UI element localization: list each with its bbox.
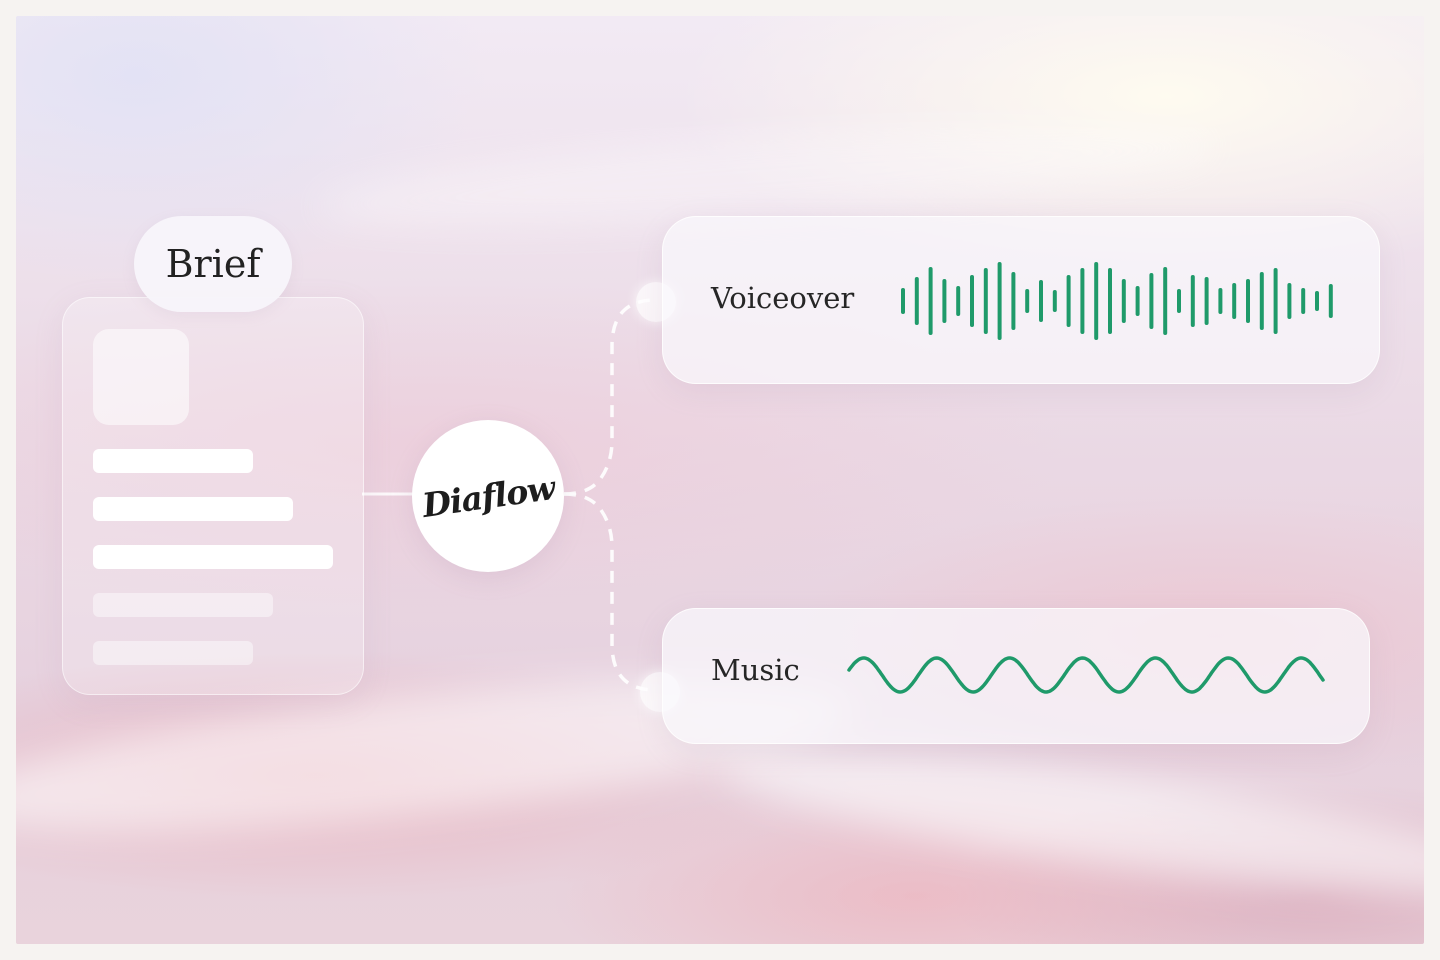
music-label: Music bbox=[711, 653, 800, 687]
voiceover-card: Voiceover bbox=[662, 216, 1380, 384]
voiceover-waveform-icon bbox=[901, 262, 1333, 340]
brief-text-line bbox=[93, 641, 253, 665]
background-canvas: Brief Diaflow Voiceover Music bbox=[16, 16, 1424, 944]
diaflow-hub: Diaflow bbox=[412, 420, 564, 572]
brief-text-line bbox=[93, 497, 293, 521]
voiceover-label: Voiceover bbox=[711, 281, 855, 315]
music-sine-wave-icon bbox=[847, 656, 1325, 694]
brief-label: Brief bbox=[165, 242, 261, 286]
brief-text-line bbox=[93, 593, 273, 617]
brief-thumbnail-placeholder bbox=[93, 329, 189, 425]
brief-label-pill: Brief bbox=[134, 216, 292, 312]
brief-text-line bbox=[93, 449, 253, 473]
brief-text-line bbox=[93, 545, 333, 569]
brief-card bbox=[62, 297, 364, 695]
connector-lines bbox=[362, 298, 653, 692]
music-card: Music bbox=[662, 608, 1370, 744]
diaflow-logo: Diaflow bbox=[419, 467, 557, 525]
sine-wave-path bbox=[847, 656, 1325, 694]
